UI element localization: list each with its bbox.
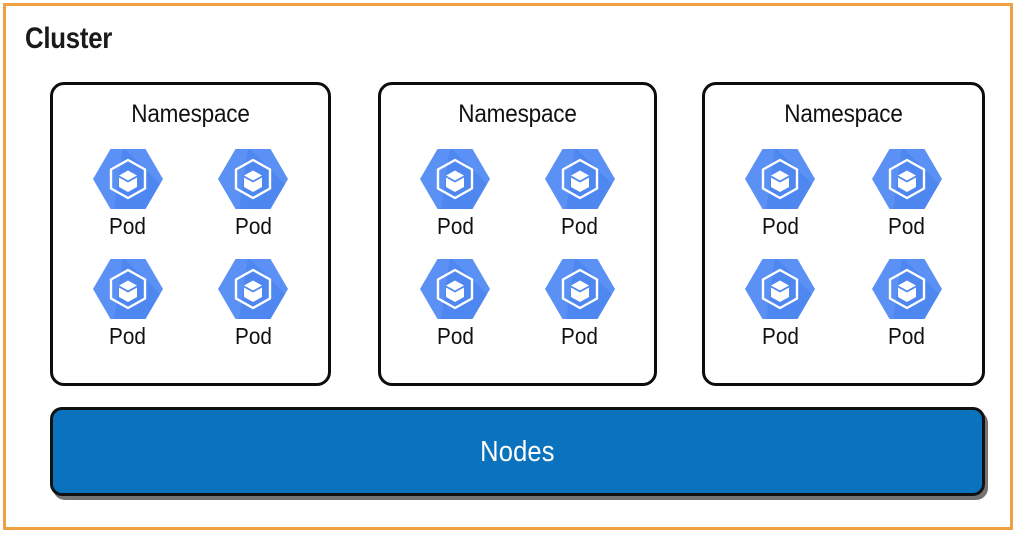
namespace-title: Namespace (131, 100, 250, 128)
pod-label: Pod (761, 213, 799, 239)
pod-item[interactable]: Pod (534, 257, 626, 349)
pod-item[interactable]: Pod (734, 147, 826, 239)
nodes-label: Nodes (480, 435, 555, 468)
kubernetes-pod-icon (544, 257, 615, 321)
pod-label: Pod (109, 213, 147, 239)
pod-item[interactable]: Pod (734, 257, 826, 349)
pod-item[interactable]: Pod (207, 147, 299, 239)
cluster-title: Cluster (25, 22, 113, 55)
pod-item[interactable]: Pod (534, 147, 626, 239)
kubernetes-pod-icon (745, 257, 816, 321)
pod-label: Pod (761, 323, 799, 349)
pod-item[interactable]: Pod (409, 147, 501, 239)
nodes-bar[interactable]: Nodes (50, 407, 985, 496)
pod-label: Pod (436, 323, 474, 349)
namespace-box-1[interactable]: Namespace (50, 82, 331, 386)
kubernetes-pod-icon (544, 147, 615, 211)
pod-item[interactable]: Pod (409, 257, 501, 349)
cluster-container: Cluster Namespace (3, 3, 1013, 530)
pod-label: Pod (109, 323, 147, 349)
pod-label: Pod (561, 213, 599, 239)
namespace-box-2[interactable]: Namespace (378, 82, 657, 386)
pod-label: Pod (561, 323, 599, 349)
pod-item[interactable]: Pod (82, 147, 174, 239)
kubernetes-pod-icon (420, 147, 491, 211)
pod-label: Pod (888, 323, 926, 349)
pod-item[interactable]: Pod (861, 147, 953, 239)
pod-item[interactable]: Pod (207, 257, 299, 349)
kubernetes-pod-icon (871, 257, 942, 321)
namespace-title: Namespace (458, 100, 577, 128)
pod-grid: Pod (393, 147, 642, 367)
kubernetes-pod-icon (92, 147, 163, 211)
pod-label: Pod (888, 213, 926, 239)
namespace-title: Namespace (784, 100, 903, 128)
namespace-box-3[interactable]: Namespace (702, 82, 985, 386)
pod-grid: Pod (717, 147, 970, 367)
pod-grid: Pod (65, 147, 316, 367)
kubernetes-pod-icon (420, 257, 491, 321)
kubernetes-pod-icon (218, 147, 289, 211)
pod-item[interactable]: Pod (82, 257, 174, 349)
pod-label: Pod (234, 213, 272, 239)
pod-item[interactable]: Pod (861, 257, 953, 349)
kubernetes-pod-icon (218, 257, 289, 321)
kubernetes-pod-icon (745, 147, 816, 211)
pod-label: Pod (234, 323, 272, 349)
kubernetes-pod-icon (92, 257, 163, 321)
kubernetes-pod-icon (871, 147, 942, 211)
pod-label: Pod (436, 213, 474, 239)
